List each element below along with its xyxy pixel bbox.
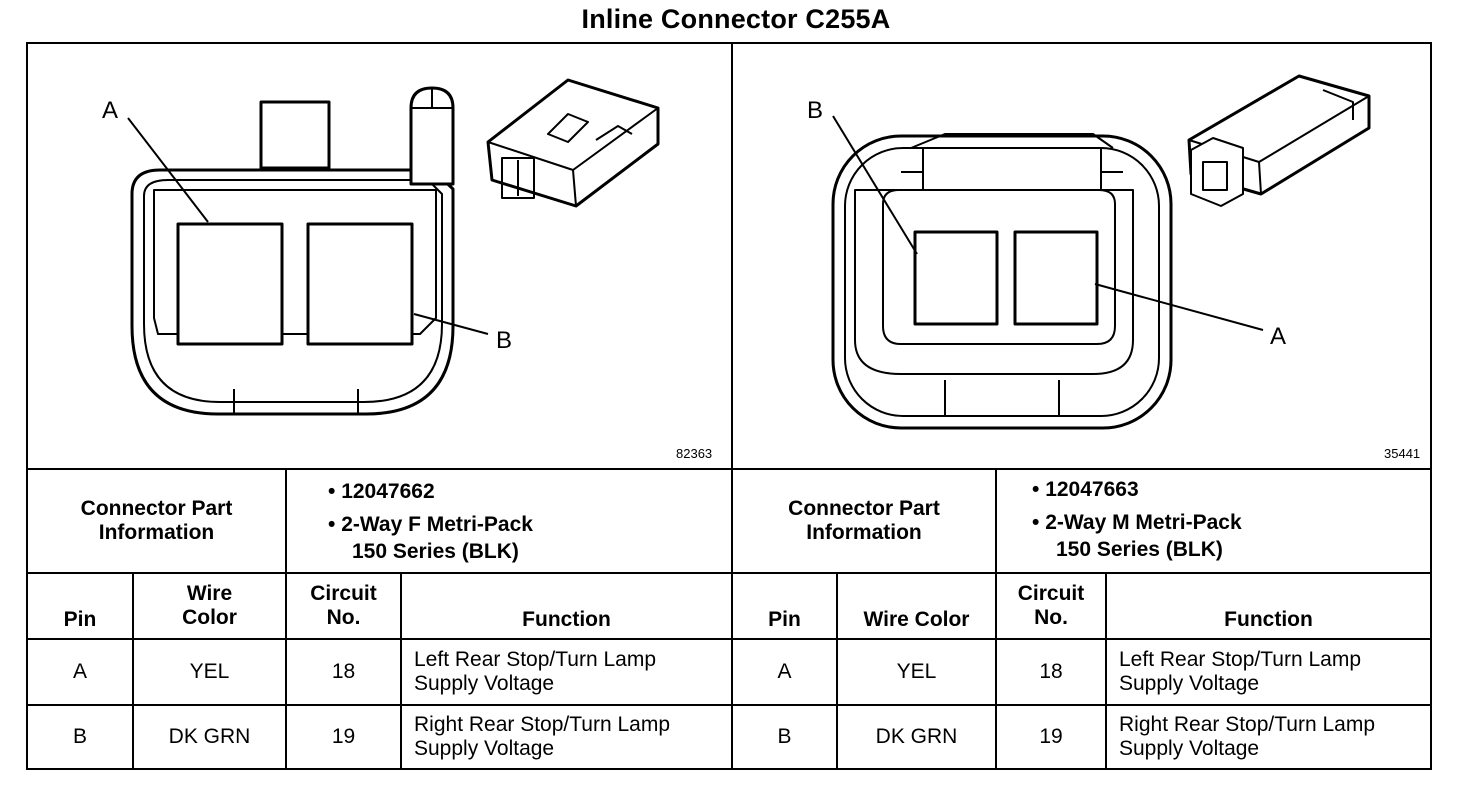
table-row-circuit: 18: [1039, 660, 1063, 683]
pin-label-b: B: [807, 97, 823, 124]
table-row-wire-color: YEL: [189, 660, 230, 683]
table-row-function: Right Rear Stop/Turn Lamp Supply Voltage: [1119, 713, 1376, 760]
table-row-function: Left Rear Stop/Turn Lamp Supply Voltage: [1119, 648, 1362, 695]
male-connector-diagram: B A: [807, 74, 1371, 430]
rule-row-a-bottom: [28, 704, 1430, 706]
table-row-pin: B: [777, 725, 792, 748]
rule-right-circuit: [995, 468, 997, 768]
rule-right-pin: [836, 572, 838, 768]
rule-left-pin: [132, 572, 134, 768]
table-row-circuit: 18: [331, 660, 356, 683]
table-row-pin: B: [72, 725, 87, 748]
table-row-circuit: 19: [1039, 725, 1063, 748]
table-row-wire-color: YEL: [896, 660, 937, 683]
header-pin-left: Pin: [63, 608, 97, 631]
rule-center: [731, 44, 733, 768]
page-title: Inline Connector C255A: [581, 4, 891, 34]
pin-label-a: A: [102, 97, 118, 124]
table-row-wire-color: DK GRN: [875, 725, 958, 748]
pin-label-b: B: [496, 327, 512, 354]
diagram-number-right: 35441: [1384, 446, 1421, 461]
rule-header-bottom: [28, 638, 1430, 640]
header-wire-color-left: Wire Color: [182, 582, 237, 629]
connector-table: A B 82363: [26, 42, 1432, 770]
part-info-label-right: Connector Part Information: [788, 497, 940, 544]
header-wire-color-right: Wire Color: [863, 608, 970, 631]
header-pin-right: Pin: [768, 608, 801, 631]
header-function-right: Function: [1224, 608, 1313, 631]
table-row-circuit: 19: [331, 725, 356, 748]
rule-right-function: [1105, 572, 1107, 768]
header-function-left: Function: [522, 608, 611, 631]
table-row-function: Left Rear Stop/Turn Lamp Supply Voltage: [414, 648, 657, 695]
part-info-right: • 12047663 • 2-Way M Metri-Pack 150 Seri…: [1032, 478, 1242, 561]
part-info-left: • 12047662 • 2-Way F Metri-Pack 150 Seri…: [328, 480, 533, 563]
table-row-wire-color: DK GRN: [168, 725, 251, 748]
diagram-number-left: 82363: [676, 446, 713, 461]
pin-label-a: A: [1270, 323, 1286, 350]
table-row-pin: A: [777, 660, 792, 683]
table-row-pin: A: [72, 660, 87, 683]
rule-left-circuit: [285, 468, 287, 768]
part-info-label-left: Connector Part Information: [80, 497, 233, 544]
header-circuit-right: Circuit No.: [1017, 582, 1085, 629]
table-row-function: Right Rear Stop/Turn Lamp Supply Voltage: [414, 713, 671, 760]
rule-left-function: [400, 572, 402, 768]
rule-partinfo-bottom: [28, 572, 1430, 574]
female-connector-diagram: A B: [102, 78, 660, 416]
header-circuit-left: Circuit No.: [310, 582, 377, 629]
rule-diagram-bottom: [28, 468, 1430, 470]
